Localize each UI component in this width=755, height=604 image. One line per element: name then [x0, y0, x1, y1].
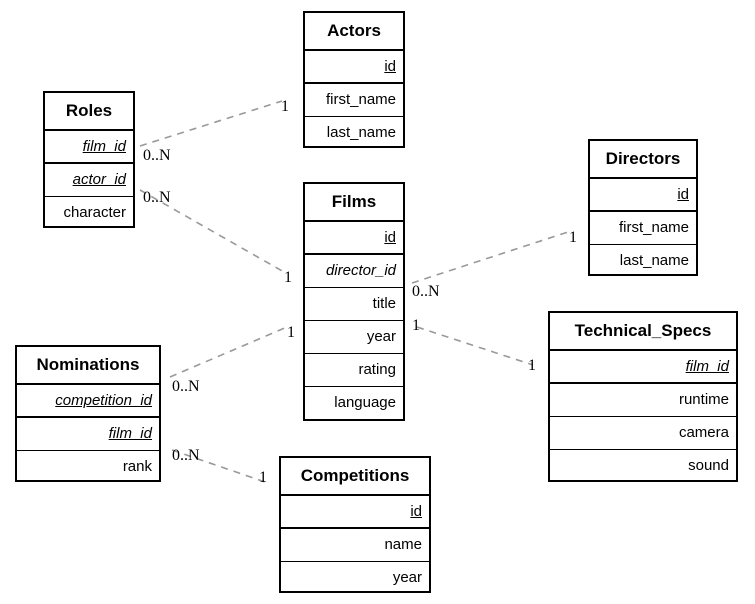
- attribute-label: rank: [122, 458, 152, 475]
- attribute-row[interactable]: rank: [17, 451, 159, 484]
- attribute-label: camera: [678, 424, 729, 441]
- attribute-row[interactable]: name: [281, 529, 429, 562]
- entity-title: Directors: [590, 141, 696, 179]
- attribute-label: year: [392, 569, 422, 586]
- attribute-label: rating: [358, 361, 396, 378]
- attribute-row[interactable]: last_name: [305, 117, 403, 150]
- attribute-row[interactable]: year: [305, 321, 403, 354]
- attribute-row[interactable]: id: [305, 51, 403, 84]
- entity-competitions[interactable]: Competitions id name year: [279, 456, 431, 593]
- attribute-label: actor_id: [72, 171, 126, 188]
- relationship-line-roles-actors: [139, 100, 283, 147]
- cardinality-label-films-technical-specs-from: 1: [412, 317, 420, 334]
- cardinality-label-roles-films-to: 1: [284, 269, 292, 286]
- attribute-row[interactable]: film_id: [17, 418, 159, 451]
- entity-actors[interactable]: Actors id first_name last_name: [303, 11, 405, 148]
- relationship-line-nominations-films: [169, 326, 288, 378]
- attribute-label: id: [384, 229, 396, 246]
- attribute-row[interactable]: film_id: [45, 131, 133, 164]
- attribute-label: film_id: [685, 358, 729, 375]
- attribute-row[interactable]: sound: [550, 450, 736, 483]
- entity-title: Films: [305, 184, 403, 222]
- attribute-label: last_name: [619, 252, 689, 269]
- attribute-label: language: [334, 394, 396, 411]
- attribute-label: last_name: [326, 124, 396, 141]
- cardinality-label-films-directors-from: 0..N: [412, 283, 440, 300]
- attribute-row[interactable]: runtime: [550, 384, 736, 417]
- relationship-line-films-technical-specs: [416, 326, 534, 366]
- attribute-row[interactable]: film_id: [550, 351, 736, 384]
- entity-title: Technical_Specs: [550, 313, 736, 351]
- attribute-label: director_id: [325, 262, 396, 279]
- attribute-label: name: [384, 536, 422, 553]
- attribute-row[interactable]: competition_id: [17, 385, 159, 418]
- entity-title: Roles: [45, 93, 133, 131]
- attribute-label: first_name: [325, 91, 396, 108]
- attribute-label: competition_id: [55, 392, 152, 409]
- cardinality-label-nominations-films-from: 0..N: [172, 378, 200, 395]
- attribute-row[interactable]: last_name: [590, 245, 696, 278]
- cardinality-label-roles-films-from: 0..N: [143, 189, 171, 206]
- attribute-row[interactable]: year: [281, 562, 429, 595]
- attribute-row[interactable]: director_id: [305, 255, 403, 288]
- attribute-row[interactable]: camera: [550, 417, 736, 450]
- cardinality-label-nominations-films-to: 1: [287, 324, 295, 341]
- cardinality-label-nominations-competitions-from: 0..N: [172, 447, 200, 464]
- entity-title: Nominations: [17, 347, 159, 385]
- cardinality-label-films-directors-to: 1: [569, 229, 577, 246]
- attribute-row[interactable]: language: [305, 387, 403, 420]
- attribute-row[interactable]: character: [45, 197, 133, 230]
- cardinality-label-roles-actors-from: 0..N: [143, 147, 171, 164]
- attribute-label: character: [63, 204, 126, 221]
- attribute-label: film_id: [108, 425, 152, 442]
- attribute-label: title: [372, 295, 396, 312]
- attribute-label: id: [677, 186, 689, 203]
- entity-title: Competitions: [281, 458, 429, 496]
- attribute-label: sound: [688, 457, 729, 474]
- relationship-line-films-directors: [411, 231, 569, 284]
- attribute-row[interactable]: rating: [305, 354, 403, 387]
- entity-roles[interactable]: Roles film_id actor_id character: [43, 91, 135, 228]
- attribute-label: id: [410, 503, 422, 520]
- cardinality-label-roles-actors-to: 1: [281, 98, 289, 115]
- attribute-row[interactable]: first_name: [305, 84, 403, 117]
- attribute-label: id: [384, 58, 396, 75]
- attribute-row[interactable]: id: [281, 496, 429, 529]
- attribute-label: year: [366, 328, 396, 345]
- entity-title: Actors: [305, 13, 403, 51]
- attribute-label: first_name: [618, 219, 689, 236]
- attribute-row[interactable]: title: [305, 288, 403, 321]
- entity-directors[interactable]: Directors id first_name last_name: [588, 139, 698, 276]
- attribute-label: film_id: [82, 138, 126, 155]
- attribute-row[interactable]: first_name: [590, 212, 696, 245]
- cardinality-label-films-technical-specs-to: 1: [528, 357, 536, 374]
- attribute-row[interactable]: id: [305, 222, 403, 255]
- attribute-label: runtime: [678, 391, 729, 408]
- attribute-row[interactable]: actor_id: [45, 164, 133, 197]
- attribute-row[interactable]: id: [590, 179, 696, 212]
- cardinality-label-nominations-competitions-to: 1: [259, 469, 267, 486]
